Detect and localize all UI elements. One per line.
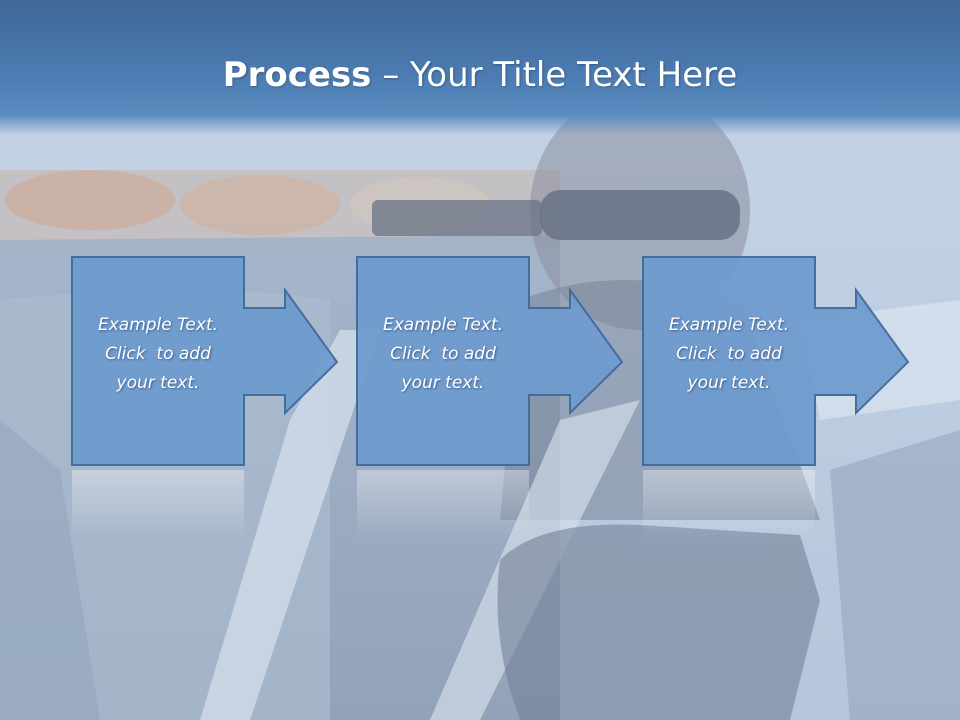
step-1-line-3: your text.: [116, 373, 200, 393]
step-1-line-2: Click to add: [105, 344, 211, 364]
process-step-1[interactable]: [71, 256, 339, 540]
step-2-text[interactable]: Example Text. Click to add your text.: [357, 311, 529, 398]
step-1-line-1: Example Text.: [97, 315, 219, 335]
step-3-line-2: Click to add: [676, 344, 782, 364]
step-2-line-2: Click to add: [390, 344, 496, 364]
step-3-text[interactable]: Example Text. Click to add your text.: [643, 311, 815, 398]
step-3-line-3: your text.: [687, 373, 771, 393]
slide-title[interactable]: Process – Your Title Text Here: [0, 52, 960, 98]
title-band: [0, 0, 960, 135]
process-step-2[interactable]: [356, 256, 624, 540]
step-3-line-1: Example Text.: [668, 315, 790, 335]
title-rest-text: – Your Title Text Here: [371, 55, 738, 95]
step-1-text[interactable]: Example Text. Click to add your text.: [72, 311, 244, 398]
title-bold-text: Process: [222, 55, 372, 95]
process-step-3[interactable]: [642, 256, 910, 540]
step-2-line-3: your text.: [401, 373, 485, 393]
step-2-line-1: Example Text.: [382, 315, 504, 335]
